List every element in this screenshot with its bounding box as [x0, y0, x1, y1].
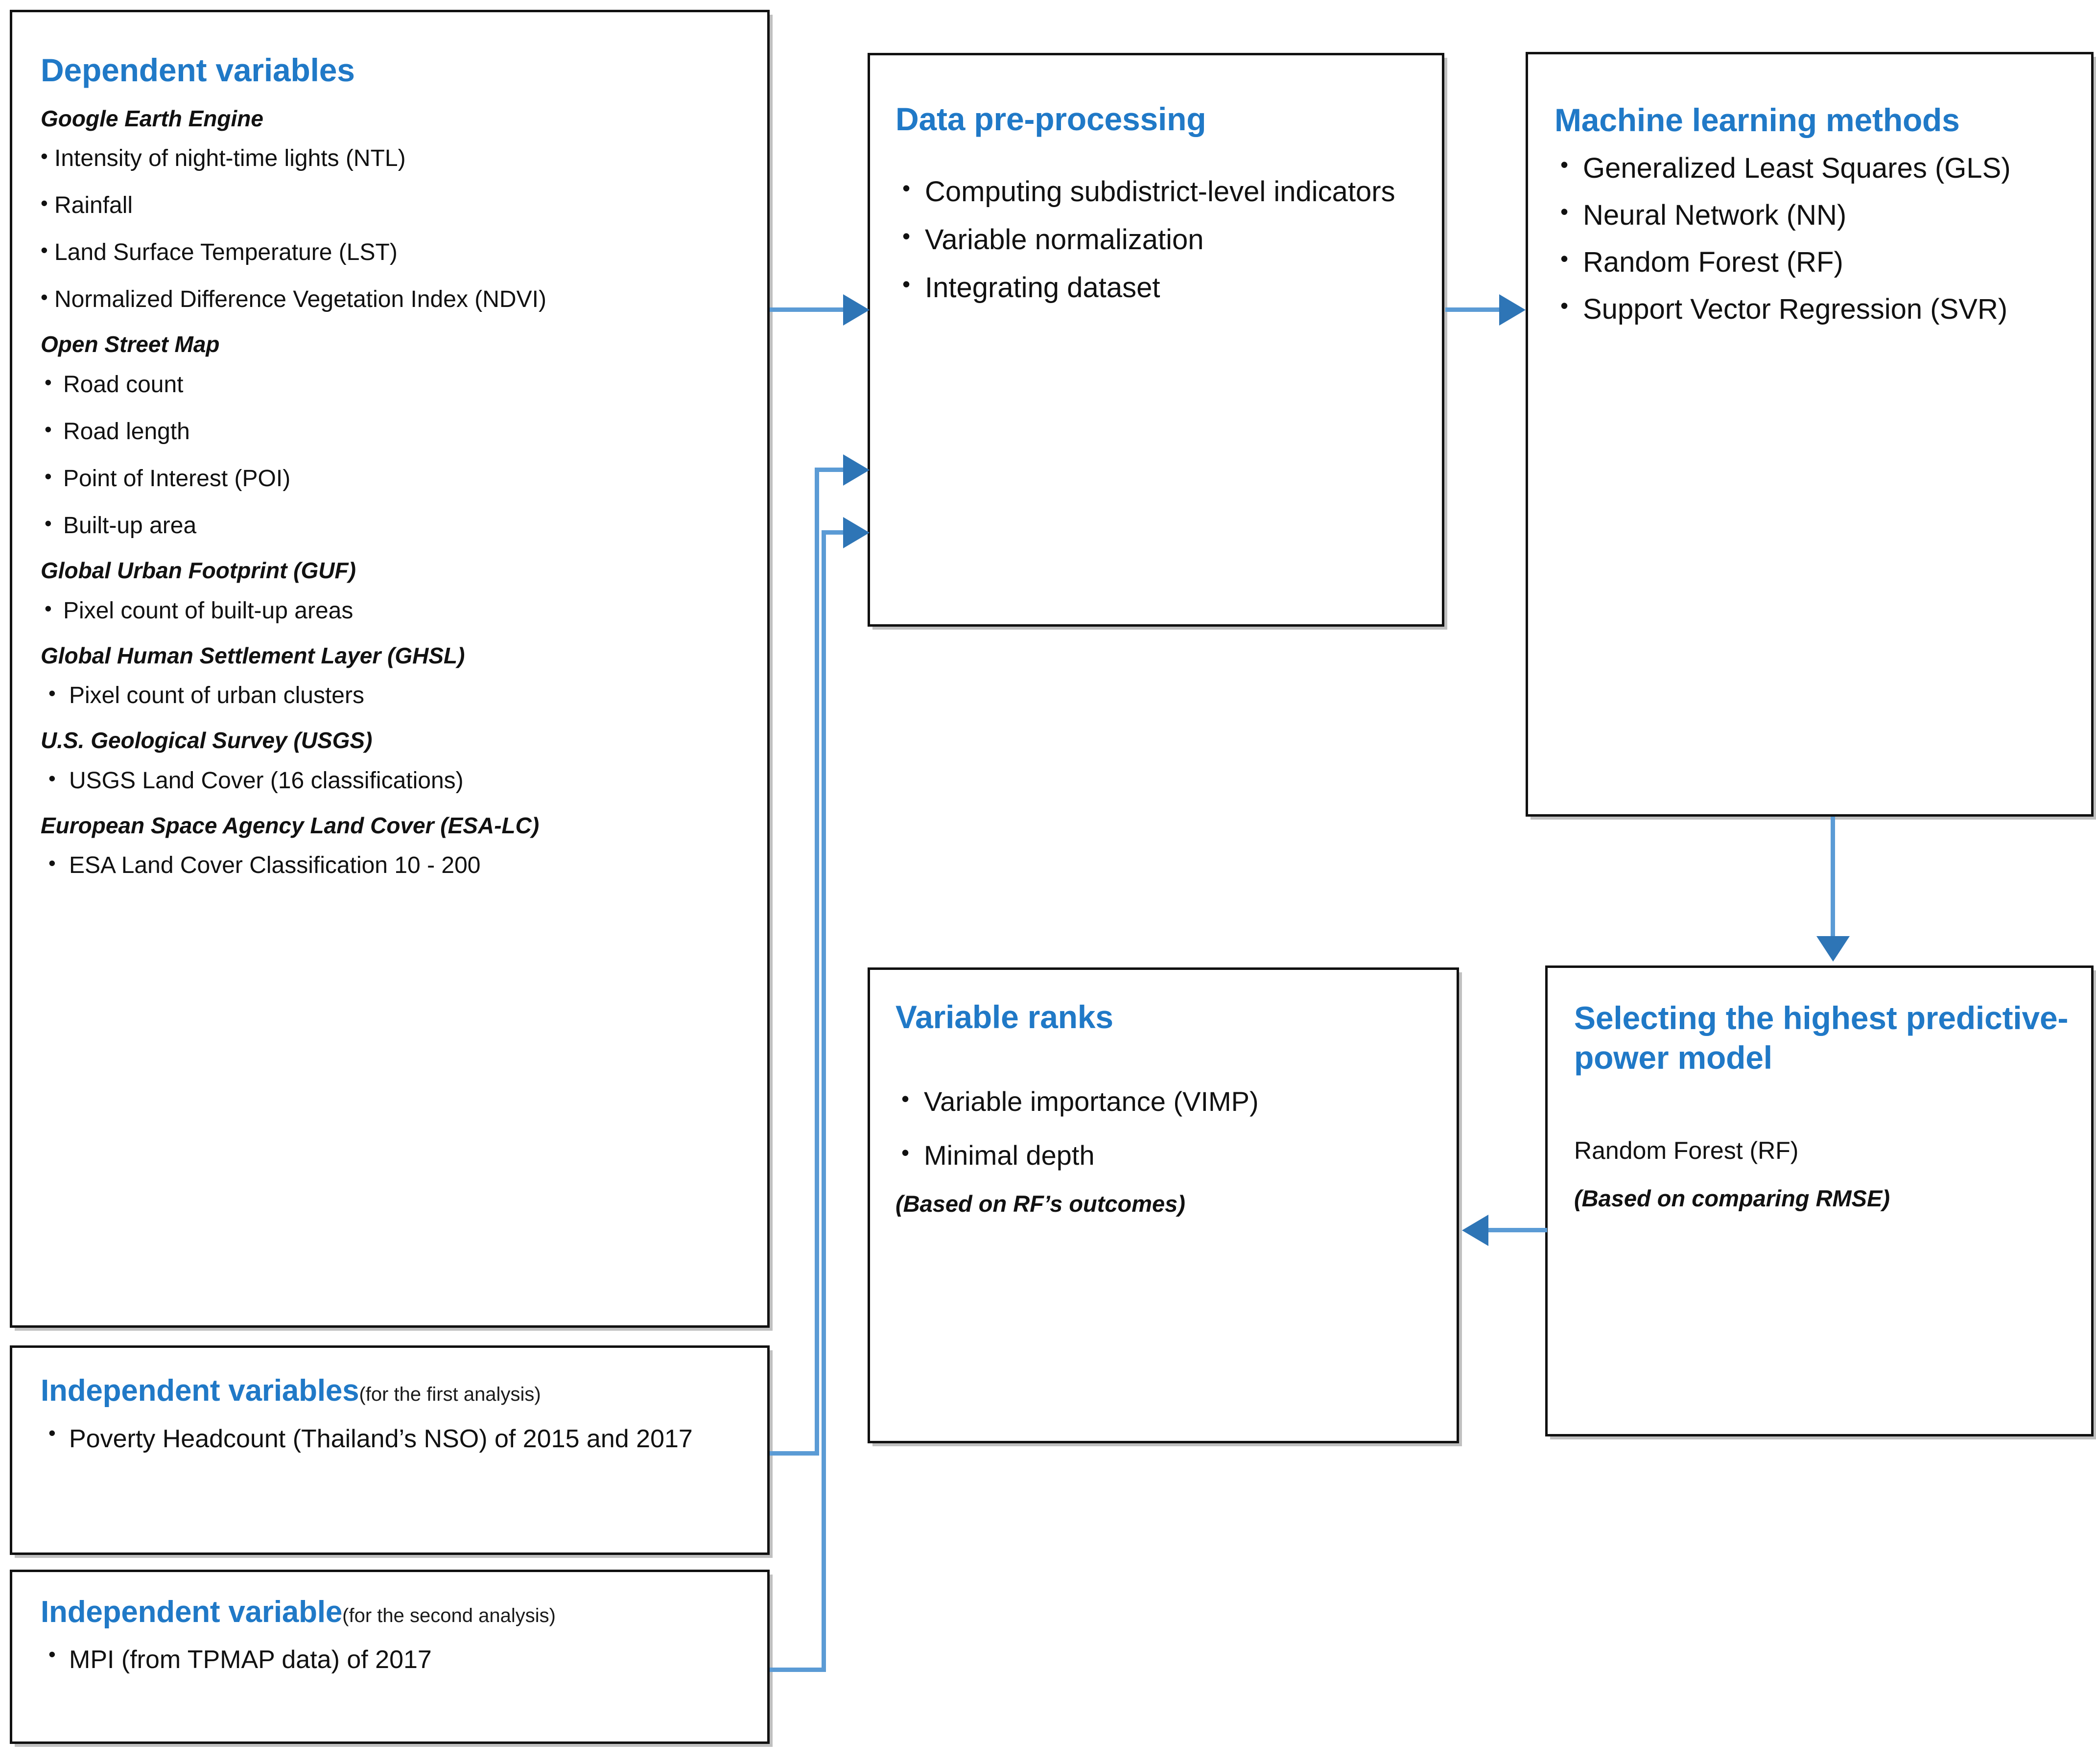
- data-preprocessing-box: Data pre-processing Computing subdistric…: [868, 53, 1444, 627]
- list-item: Pixel count of built-up areas: [41, 593, 738, 628]
- list-item: Road length: [41, 414, 738, 449]
- source-heading-ghsl: Global Human Settlement Layer (GHSL): [41, 642, 465, 668]
- source-list-usgs: USGS Land Cover (16 classifications): [41, 763, 738, 798]
- model-selection-title: Selecting the highest predictive-power m…: [1574, 1000, 2069, 1076]
- dependent-variables-box: Dependent variables Google Earth Engine …: [10, 10, 770, 1328]
- list-item: Integrating dataset: [895, 266, 1415, 309]
- independent-variable-second-list: MPI (from TPMAP data) of 2017: [41, 1639, 738, 1680]
- model-selection-box: Selecting the highest predictive-power m…: [1545, 965, 2094, 1436]
- source-list-open-street-map: Road count Road length Point of Interest…: [41, 367, 738, 543]
- independent-variable-second-title-main: Independent variable: [41, 1595, 343, 1629]
- source-heading-esa-lc: European Space Agency Land Cover (ESA-LC…: [41, 812, 540, 838]
- variable-ranks-note: (Based on RF’s outcomes): [895, 1190, 1185, 1217]
- list-item: Variable normalization: [895, 218, 1415, 261]
- source-list-google-earth-engine: Intensity of night-time lights (NTL) Rai…: [41, 141, 738, 317]
- list-item: Pixel count of urban clusters: [41, 678, 738, 713]
- source-heading-open-street-map: Open Street Map: [41, 331, 220, 357]
- connector-indep2-horizontal: [770, 1668, 825, 1672]
- list-item: Poverty Headcount (Thailand’s NSO) of 20…: [41, 1417, 738, 1459]
- list-item: Neural Network (NN): [1554, 194, 2072, 237]
- machine-learning-methods-list: Generalized Least Squares (GLS) Neural N…: [1554, 147, 2072, 331]
- variable-ranks-title: Variable ranks: [895, 999, 1113, 1035]
- arrow-selection-to-ranks: [1462, 1215, 1488, 1246]
- connector-indep2-into-box: [822, 530, 859, 535]
- list-item: Road count: [41, 367, 738, 402]
- source-list-ghsl: Pixel count of urban clusters: [41, 678, 738, 713]
- model-selection-result: Random Forest (RF): [1574, 1137, 1799, 1165]
- list-item: Generalized Least Squares (GLS): [1554, 147, 2072, 190]
- connector-indep1-horizontal: [770, 1451, 819, 1456]
- list-item: Random Forest (RF): [1554, 241, 2072, 284]
- list-item: USGS Land Cover (16 classifications): [41, 763, 738, 798]
- list-item: Rainfall: [41, 188, 738, 223]
- machine-learning-methods-box: Machine learning methods Generalized Lea…: [1526, 52, 2094, 817]
- list-item: Normalized Difference Vegetation Index (…: [41, 282, 738, 317]
- independent-variable-second-title-suffix: (for the second analysis): [342, 1605, 556, 1626]
- list-item: MPI (from TPMAP data) of 2017: [41, 1639, 738, 1680]
- connector-dependent-to-preprocessing: [770, 307, 858, 312]
- model-selection-note: (Based on comparing RMSE): [1574, 1185, 1890, 1212]
- source-list-esa-lc: ESA Land Cover Classification 10 - 200: [41, 847, 738, 883]
- list-item: Land Surface Temperature (LST): [41, 235, 738, 270]
- independent-variable-second-title: Independent variable(for the second anal…: [41, 1594, 738, 1631]
- arrow-ml-to-selection: [1816, 936, 1850, 962]
- arrow-preprocessing-to-ml: [1499, 294, 1526, 326]
- independent-variables-first-box: Independent variables(for the first anal…: [10, 1345, 770, 1555]
- independent-variables-first-title: Independent variables(for the first anal…: [41, 1372, 738, 1410]
- variable-ranks-list: Variable importance (VIMP) Minimal depth: [895, 1081, 1430, 1176]
- list-item: Point of Interest (POI): [41, 461, 738, 496]
- machine-learning-methods-title: Machine learning methods: [1554, 102, 1960, 138]
- arrow-dependent-to-preprocessing: [843, 294, 870, 326]
- arrow-indep1-to-preprocessing: [843, 454, 870, 486]
- data-preprocessing-list: Computing subdistrict-level indicators V…: [895, 170, 1415, 309]
- list-item: Built-up area: [41, 508, 738, 543]
- source-heading-usgs: U.S. Geological Survey (USGS): [41, 728, 373, 753]
- independent-variables-first-title-main: Independent variables: [41, 1374, 359, 1408]
- connector-indep1-vertical: [815, 468, 819, 1456]
- connector-indep2-vertical: [822, 530, 826, 1672]
- source-list-global-urban-footprint: Pixel count of built-up areas: [41, 593, 738, 628]
- list-item: ESA Land Cover Classification 10 - 200: [41, 847, 738, 883]
- connector-preprocessing-to-ml: [1445, 307, 1521, 312]
- independent-variables-first-title-suffix: (for the first analysis): [359, 1384, 541, 1405]
- source-heading-global-urban-footprint: Global Urban Footprint (GUF): [41, 558, 356, 584]
- independent-variables-first-list: Poverty Headcount (Thailand’s NSO) of 20…: [41, 1417, 738, 1459]
- data-preprocessing-title: Data pre-processing: [895, 101, 1206, 137]
- dependent-variables-title: Dependent variables: [41, 52, 355, 88]
- list-item: Minimal depth: [895, 1135, 1430, 1176]
- list-item: Intensity of night-time lights (NTL): [41, 141, 738, 176]
- connector-selection-to-ranks: [1488, 1228, 1547, 1232]
- source-heading-google-earth-engine: Google Earth Engine: [41, 105, 263, 131]
- variable-ranks-box: Variable ranks Variable importance (VIMP…: [868, 967, 1459, 1443]
- list-item: Variable importance (VIMP): [895, 1081, 1430, 1122]
- list-item: Support Vector Regression (SVR): [1554, 288, 2072, 331]
- list-item: Computing subdistrict-level indicators: [895, 170, 1415, 213]
- connector-indep1-into-box: [815, 468, 859, 472]
- connector-ml-to-selection: [1831, 817, 1835, 940]
- arrow-indep2-to-preprocessing: [843, 517, 870, 548]
- independent-variable-second-box: Independent variable(for the second anal…: [10, 1570, 770, 1744]
